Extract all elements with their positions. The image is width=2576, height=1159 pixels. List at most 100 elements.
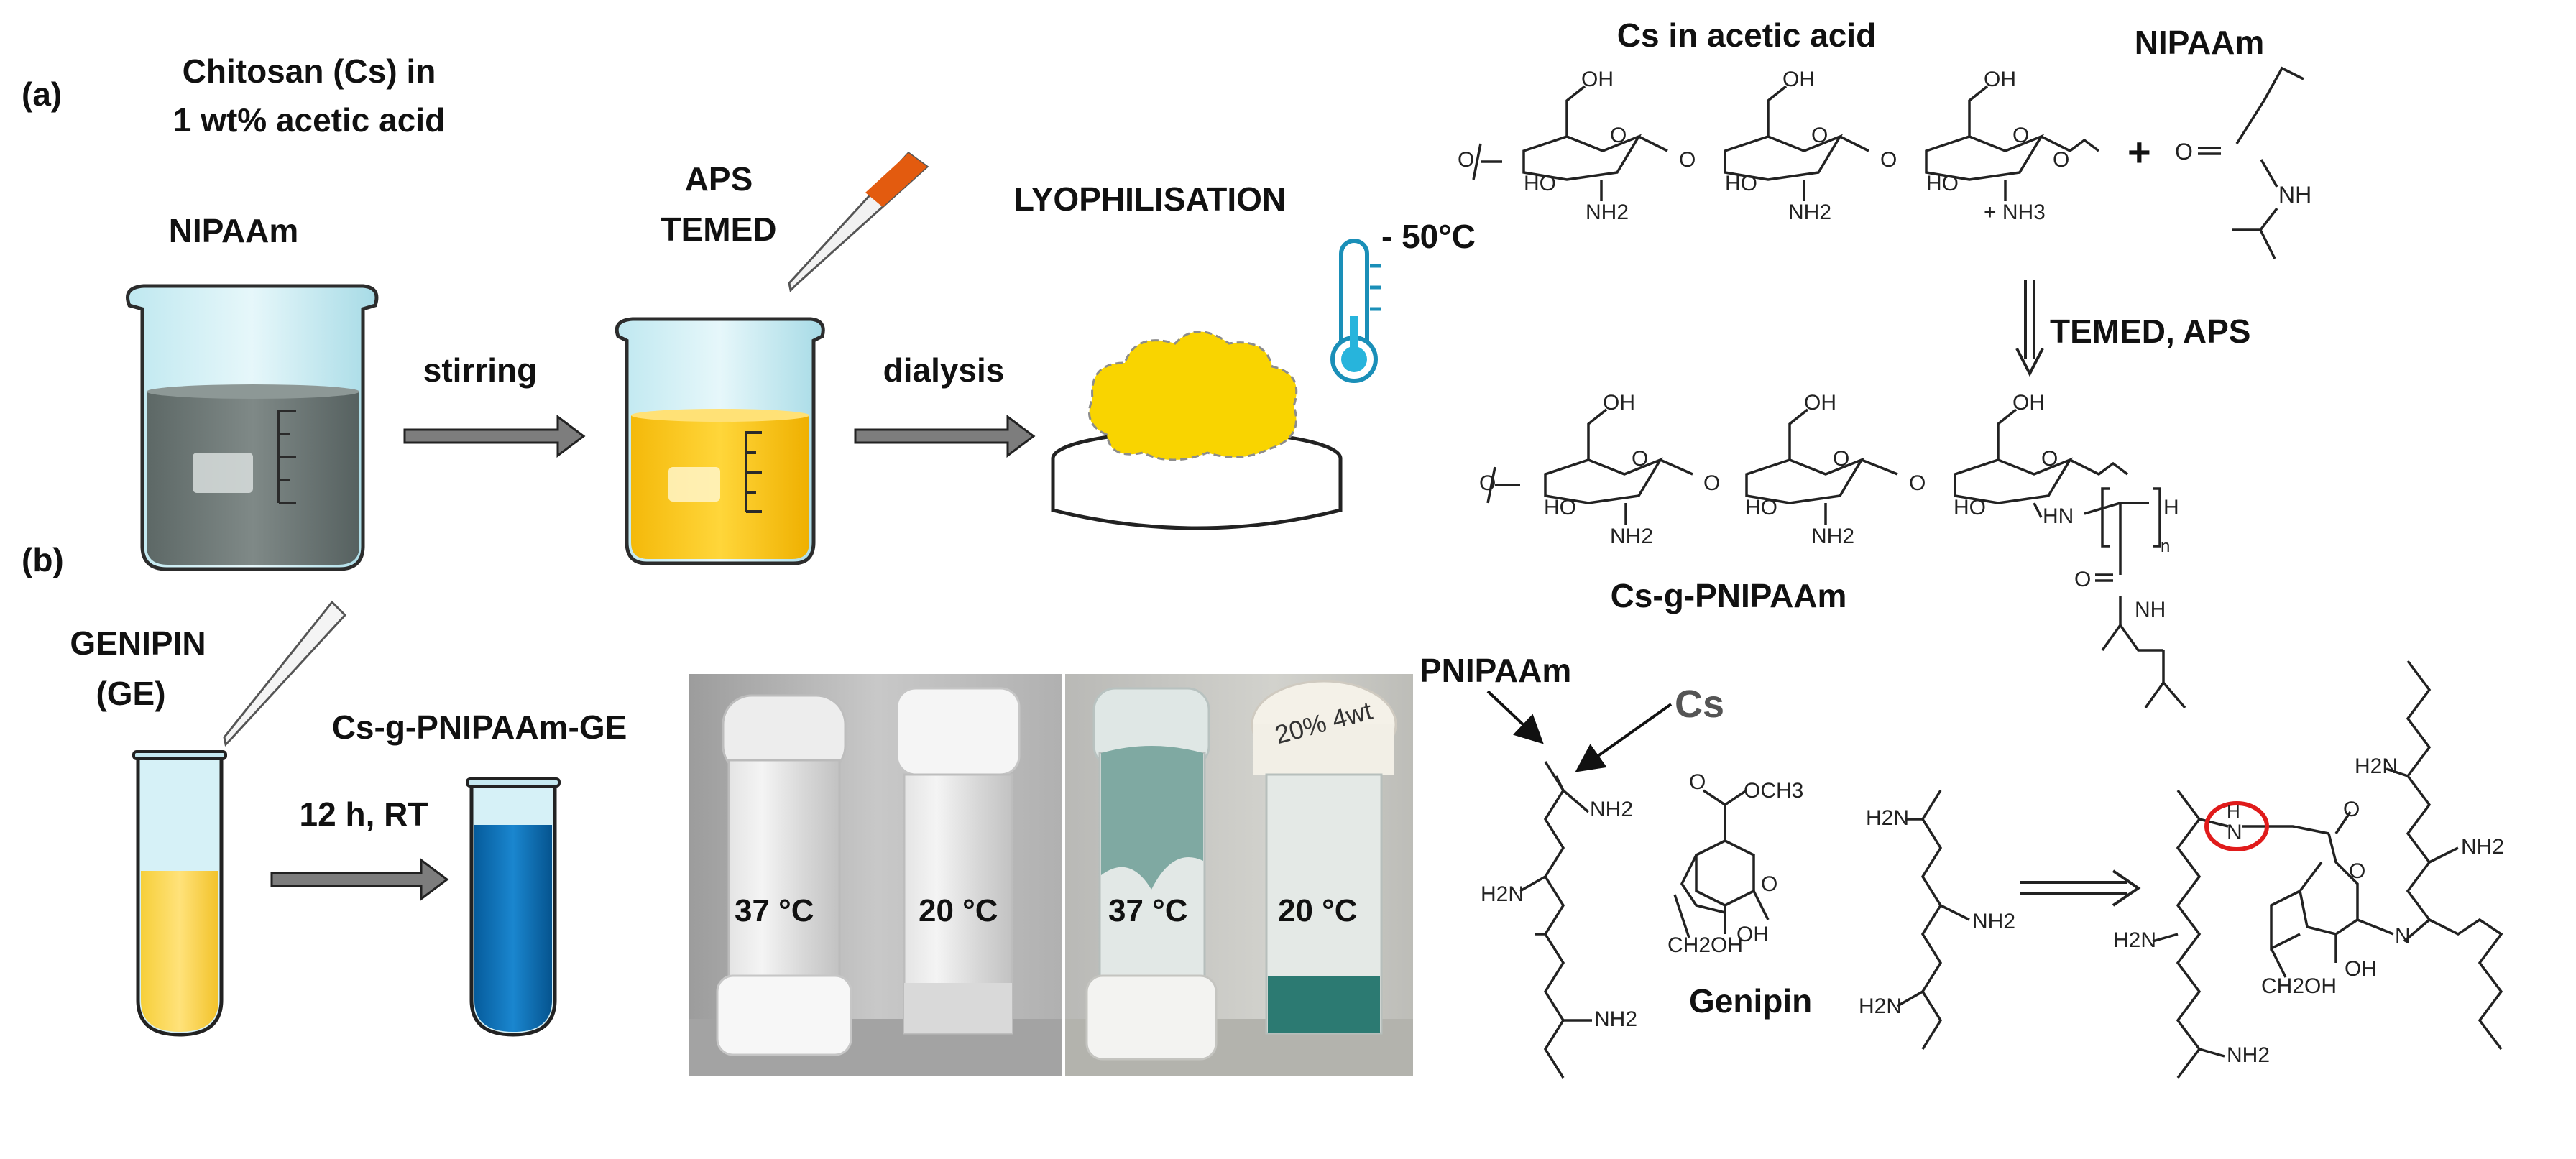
photo-label-3: 37 °C — [1108, 893, 1188, 928]
graft-atom-ho-1: HO — [1544, 496, 1576, 520]
atom-ho-1: HO — [1524, 172, 1556, 195]
cs-g-pnipaam-ge-label: Cs-g-PNIPAAm-GE — [331, 708, 627, 746]
graft-atom-o-7: O — [2074, 568, 2091, 591]
xr-atom-o-1: O — [2343, 798, 2360, 821]
photo-label-4: 20 °C — [1278, 893, 1358, 928]
xr-atom-n-1: N — [2227, 821, 2242, 844]
graft-copolymer-structure — [1486, 408, 2186, 709]
conditions-label: TEMED, APS — [2050, 313, 2251, 350]
nipaam-reactant-label: NIPAAm — [2134, 24, 2265, 61]
test-tube-blue — [466, 777, 561, 1037]
plus-sign: + — [2128, 129, 2151, 175]
chain-left — [1519, 761, 1592, 1079]
dialysis-label: dialysis — [883, 351, 1005, 389]
graft-atom-o-5: O — [1909, 471, 1926, 495]
graft-atom-o-3: O — [1703, 471, 1720, 495]
graft-atom-n: n — [2161, 537, 2170, 556]
stirring-label: stirring — [423, 351, 538, 389]
genipin-ring — [1673, 789, 1770, 938]
panel-a-label: (a) — [22, 75, 63, 113]
thermometer-icon — [1330, 239, 1381, 383]
graft-atom-nh2-1: NH2 — [1610, 525, 1653, 548]
atom-o-3: O — [1679, 148, 1696, 172]
temed-label: TEMED — [661, 211, 777, 248]
xr-atom-o-2: O — [2349, 859, 2365, 883]
cs-g-pnipaam-label: Cs-g-PNIPAAm — [1610, 577, 1847, 614]
graft-atom-o-6: O — [2041, 447, 2058, 471]
genipin-label-line2: (GE) — [96, 675, 166, 712]
vials-photo-right: 20% 4wt — [1065, 674, 1413, 1076]
atom-oh-2: OH — [1782, 68, 1815, 91]
vials-photo: 20% 4wt 37 °C 20 °C 37 °C 20 °C — [689, 674, 1413, 1076]
atom-o-1: O — [1458, 148, 1474, 172]
xr-atom-n-2: N — [2395, 924, 2411, 948]
xr-atom-h: H — [2227, 800, 2240, 822]
crosslink-atoms-left: NH2 H2N NH2 OCH3 O O OH CH2OH H2N NH2 H2… — [1481, 770, 2015, 1031]
xl-atom-och3: OCH3 — [1744, 779, 1803, 803]
graft-atom-oh-1: OH — [1603, 391, 1635, 415]
graft-atom-ho-3: HO — [1954, 496, 1986, 520]
amide-bond-circle — [2204, 801, 2269, 851]
atom-o-6: O — [2012, 124, 2029, 147]
atom-o-4: O — [1811, 124, 1828, 147]
graft-atom-o-4: O — [1833, 447, 1849, 471]
chain-middle — [1897, 790, 1970, 1050]
photo-label-2: 20 °C — [919, 893, 998, 928]
reaction-arrow — [2015, 280, 2044, 377]
graft-atom-nh2-2: NH2 — [1811, 525, 1854, 548]
xl-atom-ch2oh-1: CH2OH — [1668, 933, 1743, 957]
graft-atom-oh-2: OH — [1804, 391, 1836, 415]
graft-atom-nh: NH — [2135, 598, 2166, 622]
stirring-arrow — [403, 415, 586, 458]
xl-atom-nh2-1: NH2 — [1590, 798, 1633, 821]
atom-oh-3: OH — [1984, 68, 2016, 91]
atom-o-2: O — [1610, 124, 1627, 147]
genipin-label-line1: GENIPIN — [70, 624, 206, 662]
test-tube-yellow — [132, 750, 227, 1037]
xr-atom-h2n-1: H2N — [2113, 928, 2156, 952]
graft-atom-o-1: O — [1479, 471, 1496, 495]
chitosan-label-line1: Chitosan (Cs) in — [182, 52, 436, 90]
cs-acetic-label: Cs in acetic acid — [1616, 17, 1877, 54]
atom-oh-1: OH — [1581, 68, 1614, 91]
xl-atom-o-1: O — [1689, 770, 1706, 794]
pnipaam-pointer-label: PNIPAAm — [1420, 652, 1572, 689]
temperature-label: - 50°C — [1381, 218, 1476, 255]
xl-atom-h2n-2: H2N — [1866, 806, 1909, 830]
genipin-structure-label: Genipin — [1689, 982, 1813, 1020]
dialysis-arrow — [854, 415, 1036, 458]
atom-ho-2: HO — [1725, 172, 1757, 195]
atom-nh2-2: NH2 — [1788, 200, 1831, 224]
lyophilised-sponge — [1051, 331, 1343, 530]
nipaam-structure — [2198, 66, 2304, 259]
nipaam-atom-o: O — [2175, 139, 2193, 165]
beaker-grey — [126, 284, 379, 571]
aps-label: APS — [684, 160, 753, 198]
xr-atom-h2n-2: H2N — [2355, 754, 2398, 778]
graft-atom-hn: HN — [2043, 504, 2074, 528]
atom-nh2-1: NH2 — [1586, 200, 1629, 224]
crosslink-arrow — [270, 858, 449, 901]
lyophilisation-label: LYOPHILISATION — [1013, 180, 1287, 218]
atom-o-5: O — [1880, 148, 1897, 172]
panel-b-label: (b) — [22, 541, 64, 578]
time-temp-label: 12 h, RT — [299, 795, 428, 833]
crosslink-atoms-right: H N O N OH CH2OH O H2N NH2 H2N NH2 — [2113, 754, 2504, 1067]
graft-atom-oh-3: OH — [2012, 391, 2045, 415]
chitosan-structure — [1472, 85, 2100, 201]
photo-label-1: 37 °C — [735, 893, 814, 928]
atom-ho-3: HO — [1926, 172, 1959, 195]
graft-atom-o-2: O — [1632, 447, 1648, 471]
crosslink-double-arrow — [2020, 869, 2141, 907]
xr-atom-nh2-1: NH2 — [2227, 1043, 2270, 1067]
xr-atom-oh: OH — [2345, 957, 2377, 981]
pipette-orange — [788, 151, 929, 293]
xl-atom-nh2-2: NH2 — [1594, 1007, 1637, 1031]
xr-atom-ch2oh: CH2OH — [2261, 974, 2337, 998]
graft-atom-h: H — [2163, 496, 2179, 520]
beaker-yellow — [615, 317, 825, 565]
xr-atom-nh2-2: NH2 — [2461, 835, 2504, 859]
nipaam-label: NIPAAm — [168, 212, 299, 249]
nipaam-atom-nh: NH — [2278, 182, 2312, 208]
